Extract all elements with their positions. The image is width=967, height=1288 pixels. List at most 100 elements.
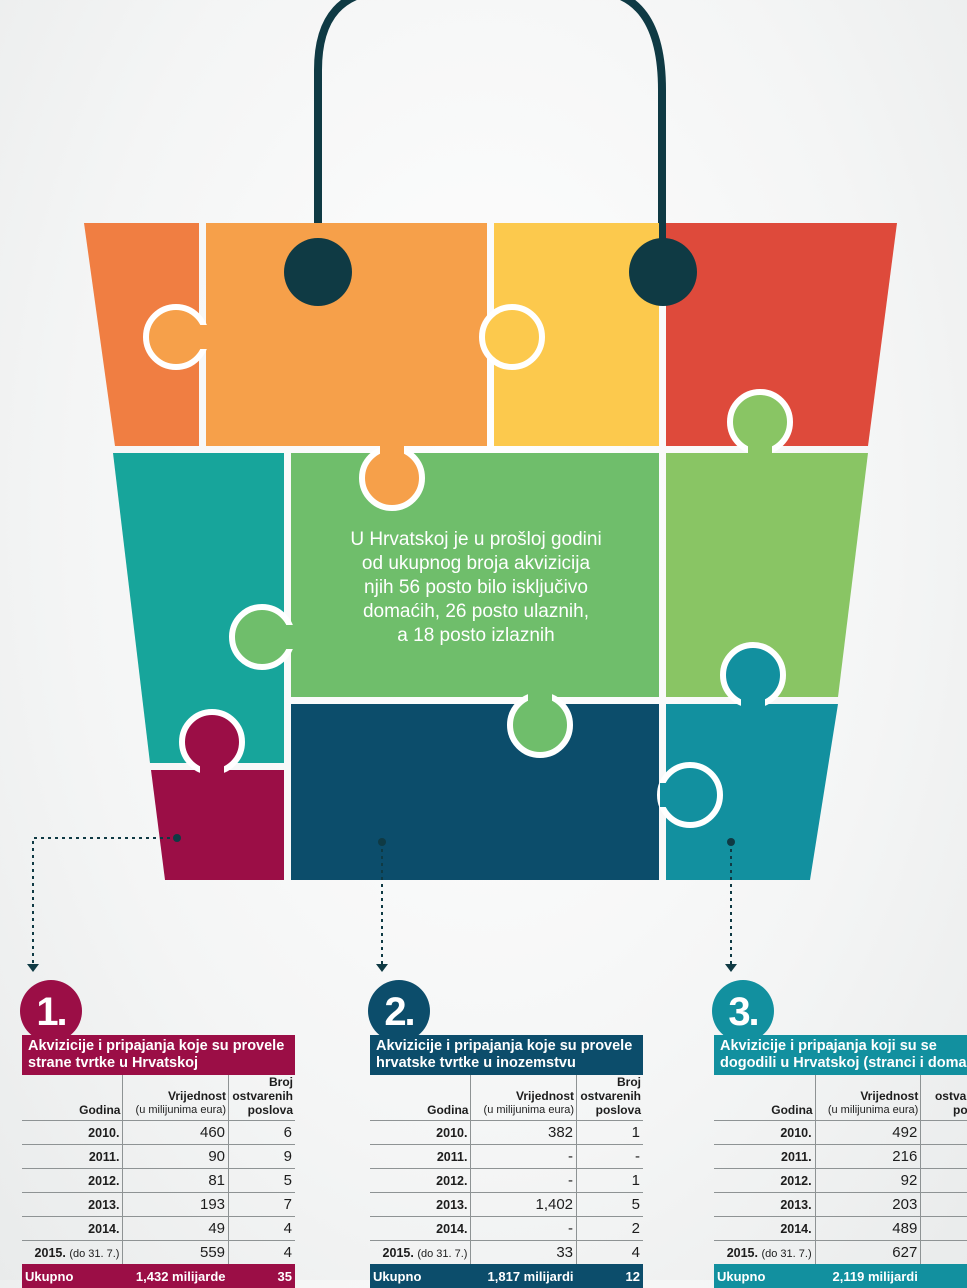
cell-year: 2011.: [22, 1144, 123, 1169]
header-count-line: ostvaren: [934, 1089, 967, 1103]
table-row: 2014.-2: [370, 1216, 643, 1241]
cell-value: 1,402: [470, 1192, 577, 1217]
header-count-line: ostvarenih: [232, 1089, 293, 1103]
header-value: Vrijednost(u milijunima eura): [122, 1075, 229, 1121]
panel-number-badge: 2.: [368, 980, 430, 1042]
handle-anchor-right: [629, 238, 697, 306]
header-count-line: ostvarenih: [580, 1089, 641, 1103]
cell-count: 1: [576, 1120, 643, 1145]
center-text-line: njih 56 posto bilo isključivo: [364, 577, 588, 598]
total-count: [921, 1264, 967, 1288]
total-value: 2,119 milijardi: [832, 1268, 918, 1284]
table-row: 2012.92: [714, 1168, 967, 1193]
cell-count: [920, 1192, 967, 1217]
cell-count: 5: [228, 1168, 295, 1193]
panel-title-line: Akvizicije i pripajanja koje su provele: [28, 1038, 285, 1054]
cell-year-note: (do 31. 7.): [761, 1247, 812, 1260]
header-count-line: poslova: [247, 1103, 293, 1117]
cell-value: 81: [122, 1168, 229, 1193]
cell-year: 2011.: [370, 1144, 471, 1169]
handle-anchor-left: [284, 238, 352, 306]
cell-year: 2015. (do 31. 7.): [714, 1240, 816, 1264]
cell-count: 6: [228, 1120, 295, 1145]
cell-count: 4: [228, 1240, 295, 1264]
total-value: 1,432 milijarde: [135, 1268, 226, 1284]
cell-year: 2013.: [370, 1192, 471, 1217]
header-year: Godina: [79, 1103, 121, 1117]
cell-count: -: [576, 1144, 643, 1169]
panel-title-line: dogodili u Hrvatskoj (stranci i doma: [720, 1055, 967, 1071]
cell-year: 2014.: [370, 1216, 471, 1241]
table-row: 2014.489: [714, 1216, 967, 1241]
cell-year: 2011.: [714, 1144, 816, 1169]
cell-count: 1: [576, 1168, 643, 1193]
puzzle-piece-teal: [113, 453, 284, 763]
cell-value: 382: [470, 1120, 577, 1145]
cell-count: 7: [228, 1192, 295, 1217]
cell-count: [920, 1240, 967, 1264]
puzzle-piece-navy: [291, 704, 659, 880]
cell-year: 2014.: [22, 1216, 123, 1241]
cell-year: 2013.: [22, 1192, 123, 1217]
header-value-unit: (u milijunima eura): [135, 1104, 227, 1116]
cell-value: 33: [470, 1240, 577, 1264]
panel-title-line: strane tvrtke u Hrvatskoj: [28, 1055, 199, 1071]
cell-count: [920, 1168, 967, 1193]
center-text-line: domaćih, 26 posto ulaznih,: [362, 601, 590, 622]
header-value-label: Vrijednost: [516, 1089, 575, 1103]
cell-value: 203: [814, 1192, 921, 1217]
puzzle-piece-lime: [666, 453, 868, 697]
cell-year: 2010.: [22, 1120, 123, 1145]
puzzle-piece-green: [291, 453, 659, 697]
cell-year: 2015. (do 31. 7.): [22, 1240, 123, 1264]
header-year: Godina: [771, 1103, 813, 1117]
total-label: Ukupno: [717, 1268, 766, 1284]
table-row: 2010.492: [714, 1120, 967, 1145]
cell-value: 492: [814, 1120, 921, 1145]
cell-year: 2010.: [370, 1120, 471, 1145]
table-row: 2011.216: [714, 1144, 967, 1169]
cell-year: 2012.: [714, 1168, 816, 1193]
cell-count: 5: [576, 1192, 643, 1217]
center-text-line: U Hrvatskoj je u prošloj godini: [350, 529, 602, 550]
cell-count: 9: [228, 1144, 295, 1169]
cell-year: 2013.: [714, 1192, 816, 1217]
header-value-label: Vrijednost: [860, 1089, 919, 1103]
cell-year: 2014.: [714, 1216, 816, 1241]
cell-count: 4: [576, 1240, 643, 1264]
header-value-unit: (u milijunima eura): [483, 1104, 575, 1116]
header-value: Vrijednost(u milijunima eura): [814, 1075, 921, 1121]
total-count: 12: [625, 1268, 640, 1284]
cell-value: 90: [122, 1144, 229, 1169]
center-text: U Hrvatskoj je u prošloj godini od ukupn…: [300, 528, 652, 648]
knob-yellow-left: [479, 304, 545, 370]
panel-title-line: Akvizicije i pripajanja koje su provele: [376, 1038, 633, 1054]
cell-count: [920, 1144, 967, 1169]
table-row: 2013.203: [714, 1192, 967, 1217]
cell-value: 193: [122, 1192, 229, 1217]
cell-count: [920, 1216, 967, 1241]
cell-year-note: (do 31. 7.): [417, 1247, 468, 1260]
total-label: Ukupno: [25, 1268, 74, 1284]
cell-value: -: [470, 1216, 577, 1241]
cell-value: 460: [122, 1120, 229, 1145]
header-count-line: B: [923, 1075, 967, 1089]
cell-count: [920, 1120, 967, 1145]
cell-value: 92: [814, 1168, 921, 1193]
